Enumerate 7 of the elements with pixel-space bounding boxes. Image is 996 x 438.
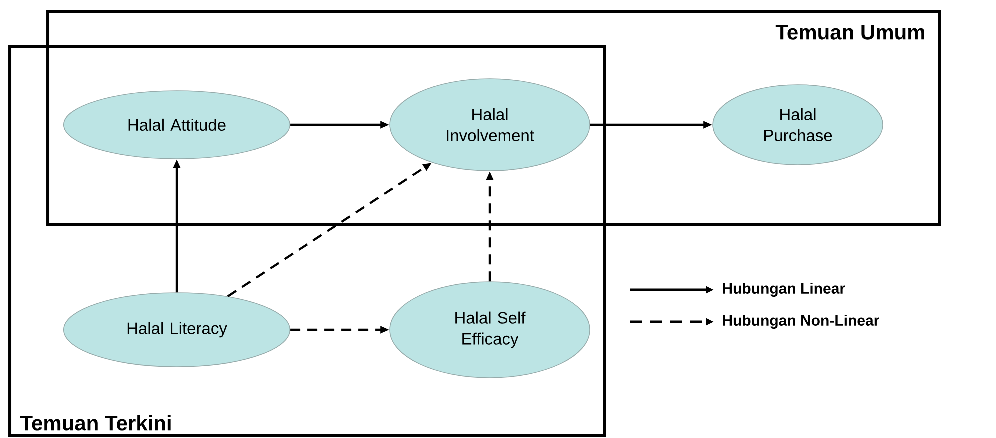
ellipse-node: Halal Literacy — [63, 292, 291, 368]
legend-text: Hubungan Non-Linear — [723, 314, 880, 330]
ellipse-node: Halal Self Efficacy — [390, 282, 590, 378]
legend-text: Hubungan Linear — [723, 282, 846, 298]
ellipse-node: Halal Attitude — [63, 90, 291, 160]
ellipse-node: Halal Purchase — [712, 84, 884, 166]
ellipse-node: Halal Involvement — [390, 78, 590, 172]
